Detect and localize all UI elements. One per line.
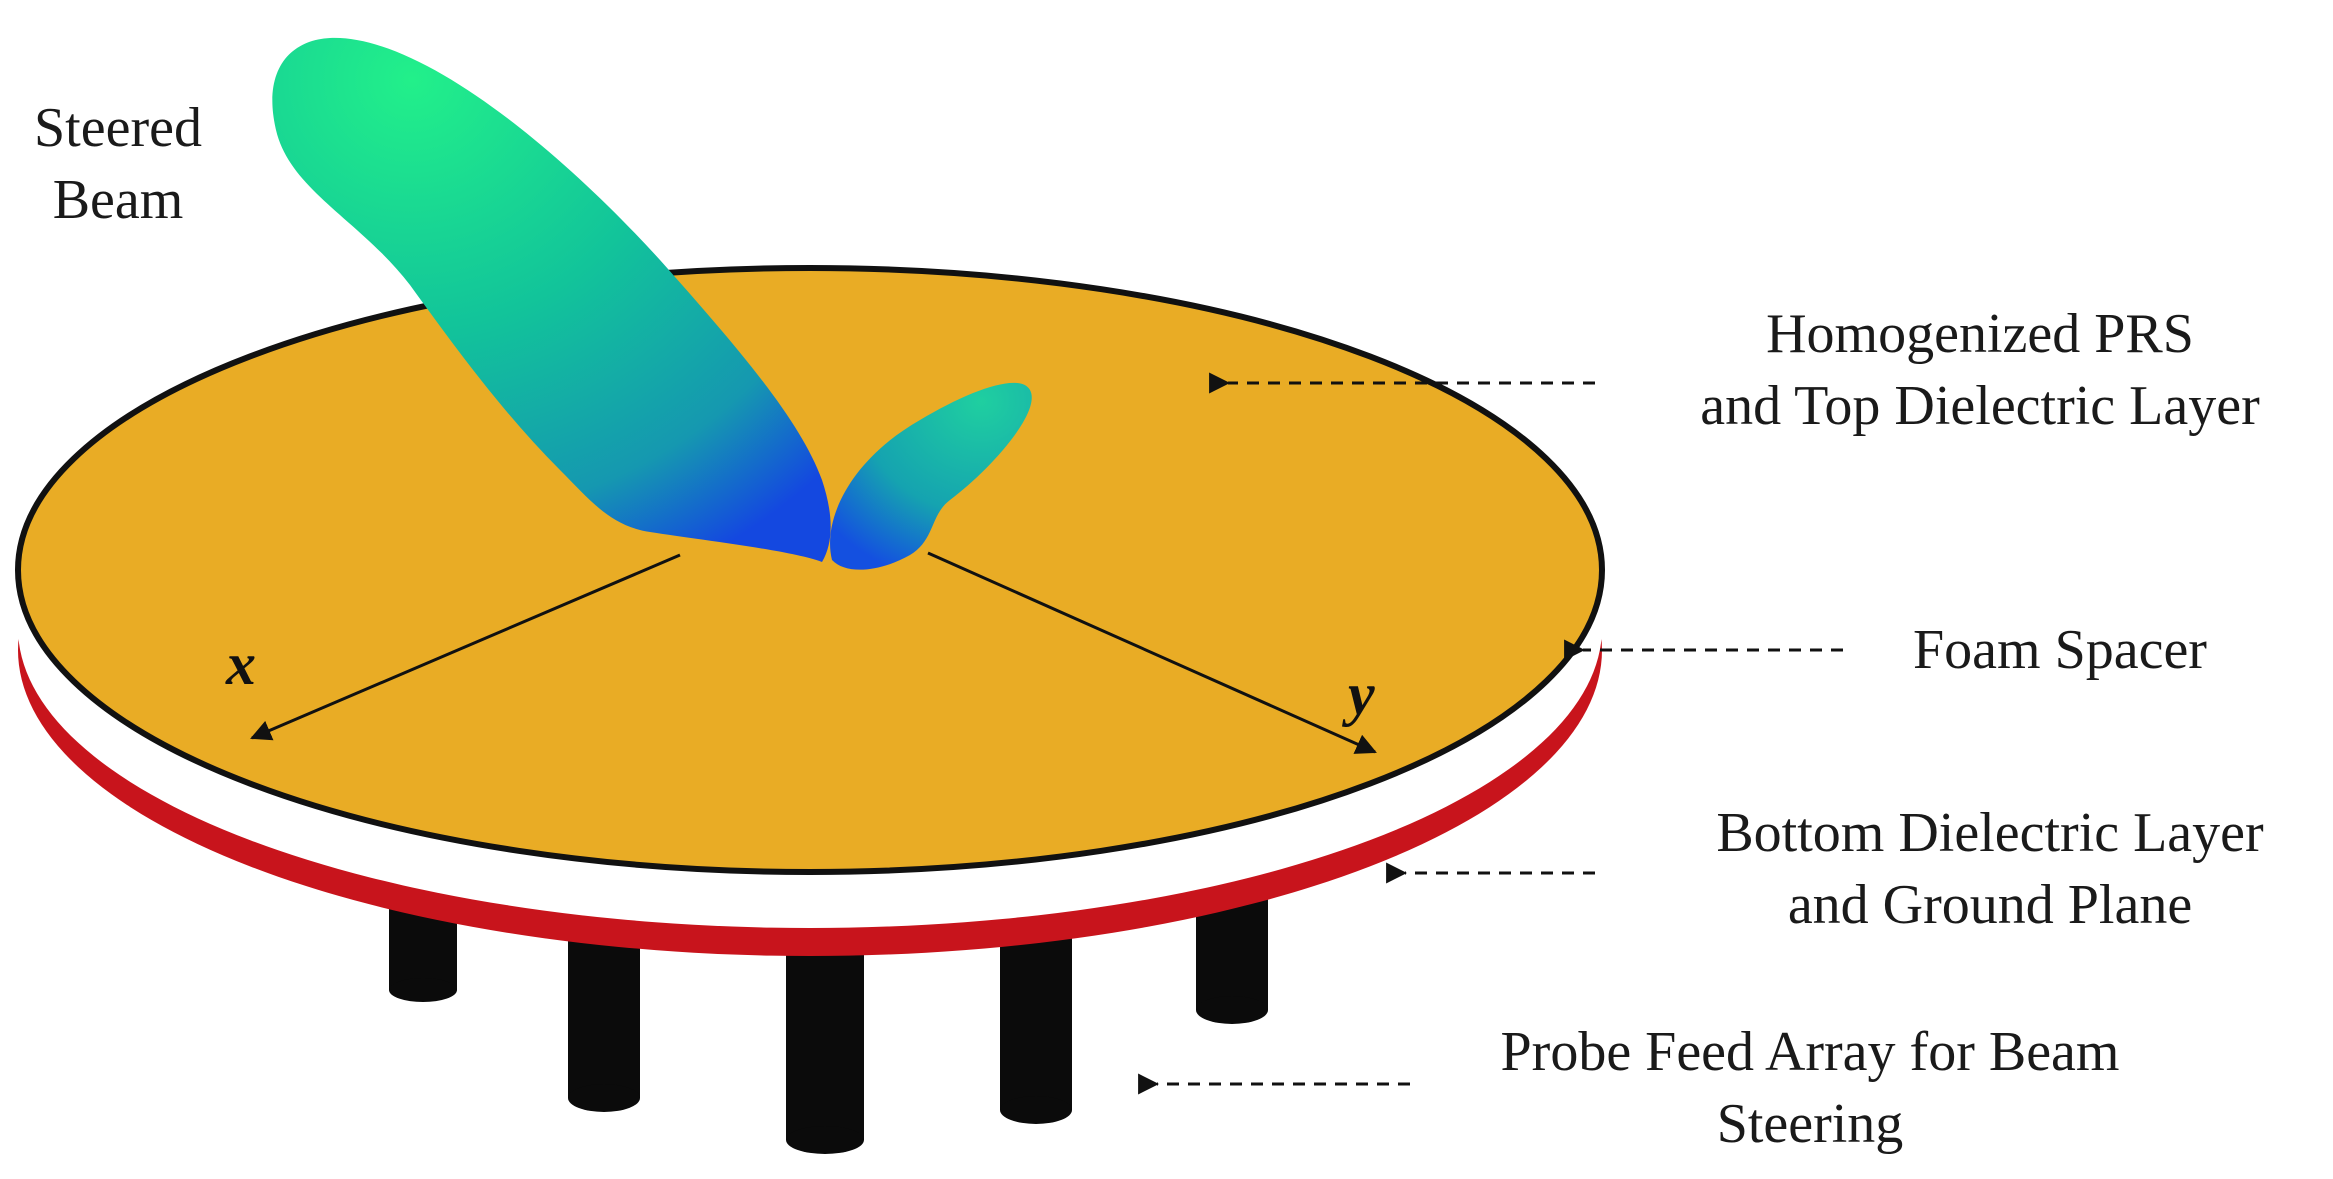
main-beam-lobe [272,37,831,562]
probe-feed-array [389,880,1268,1154]
x-axis-label: x [226,631,256,697]
side-lobe [830,382,1032,570]
x-axis-arrow [250,553,681,741]
steered-beam-pattern [272,37,1032,570]
y-axis-label: y [1348,661,1375,727]
bottom-layer-label: Bottom Dielectric Layer and Ground Plane [1716,802,2264,936]
leader-lines [1138,372,1843,1095]
foam-spacer-label: Foam Spacer [1913,619,2207,681]
steered-beam-label: Steered Beam [34,97,202,231]
coordinate-axes [250,551,1377,754]
probe-feed-label: Probe Feed Array for Beam Steering [1500,1021,2120,1155]
homogenized-prs-disc [15,265,1605,875]
prs-label: Homogenized PRS and Top Dielectric Layer [1700,303,2260,437]
probe-pin [786,910,864,1154]
y-axis-arrow [927,551,1377,754]
